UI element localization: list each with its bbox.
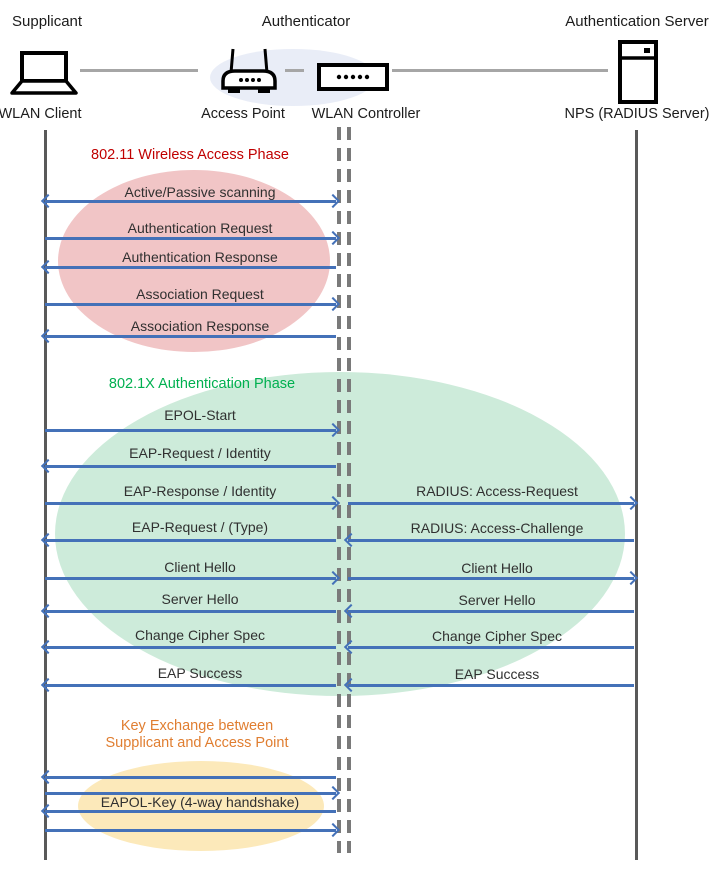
message-arrow-left: [45, 776, 336, 779]
message-label: EAP-Request / (Type): [131, 519, 269, 535]
phase-title-key-exchange-line1: Key Exchange between: [120, 718, 274, 734]
message-arrow-left: [348, 684, 634, 687]
message-arrow-left: [45, 646, 336, 649]
message-arrow-right: [45, 577, 336, 580]
message-label: Association Request: [136, 286, 264, 302]
phase-title-8021x: 802.1X Authentication Phase: [108, 376, 296, 392]
message-arrow-right: [45, 237, 336, 240]
connector-ap-controller: [285, 69, 304, 72]
message-label: Client Hello: [164, 559, 236, 575]
message-label: EAP-Response / Identity: [123, 483, 277, 499]
message-label: EPOL-Start: [164, 407, 236, 423]
lifeline-controller-dashed-2: [347, 127, 351, 853]
node-label-wlan-controller: WLAN Controller: [311, 106, 421, 122]
message-label: Active/Passive scanning: [124, 184, 276, 200]
message-arrow-right: [348, 577, 634, 580]
message-label: Change Cipher Spec: [432, 628, 562, 644]
message-arrow-left: [45, 266, 336, 269]
message-arrow-left: [348, 539, 634, 542]
message-arrow-right: [45, 792, 336, 795]
message-label: Server Hello: [458, 592, 536, 608]
message-arrow-left: [45, 810, 336, 813]
message-label: EAP-Request / Identity: [129, 445, 271, 461]
server-icon: [618, 40, 658, 109]
phase-title-80211: 802.11 Wireless Access Phase: [91, 147, 289, 163]
message-label: Server Hello: [161, 591, 239, 607]
node-label-nps-radius-server: NPS (RADIUS Server): [564, 106, 710, 122]
lifeline-controller-dashed-1: [337, 127, 341, 853]
message-label: Client Hello: [461, 560, 533, 576]
message-arrow-left: [45, 539, 336, 542]
role-authentication-server: Authentication Server: [565, 13, 709, 30]
message-label: Association Response: [130, 318, 270, 334]
phase-title-key-exchange-line2: Supplicant and Access Point: [105, 735, 289, 751]
message-arrow-left: [348, 646, 634, 649]
message-label: Authentication Response: [122, 249, 278, 265]
node-label-access-point: Access Point: [201, 106, 285, 122]
message-arrow-left: [348, 610, 634, 613]
message-arrow-right: [45, 303, 336, 306]
controller-box-icon: [317, 63, 389, 96]
role-authenticator: Authenticator: [261, 13, 351, 30]
message-label: Authentication Request: [127, 220, 273, 236]
phase-title-key-exchange: Key Exchange between Supplicant and Acce…: [106, 718, 289, 752]
wireless-router-icon: [219, 47, 279, 99]
message-arrow-right: [348, 502, 634, 505]
message-label: RADIUS: Access-Request: [416, 483, 578, 499]
message-label: RADIUS: Access-Challenge: [410, 520, 584, 536]
message-label: EAP Success: [454, 666, 540, 682]
message-arrow-left: [45, 684, 336, 687]
message-arrow-bidirectional: [45, 200, 336, 203]
laptop-icon: [10, 51, 78, 102]
node-label-wlan-client: WLAN Client: [0, 106, 82, 122]
message-arrow-left: [45, 465, 336, 468]
message-arrow-left: [45, 335, 336, 338]
message-label: EAP Success: [157, 665, 243, 681]
message-arrow-right: [45, 829, 336, 832]
message-label: EAPOL-Key (4-way handshake): [100, 794, 300, 810]
lifeline-nps-server: [635, 130, 638, 860]
connector-client-ap: [80, 69, 198, 72]
message-label: Change Cipher Spec: [135, 627, 265, 643]
lifeline-wlan-client: [44, 130, 47, 860]
message-arrow-right: [45, 429, 336, 432]
message-arrow-right: [45, 502, 336, 505]
message-arrow-left: [45, 610, 336, 613]
connector-controller-server: [392, 69, 608, 72]
role-supplicant: Supplicant: [12, 13, 83, 30]
